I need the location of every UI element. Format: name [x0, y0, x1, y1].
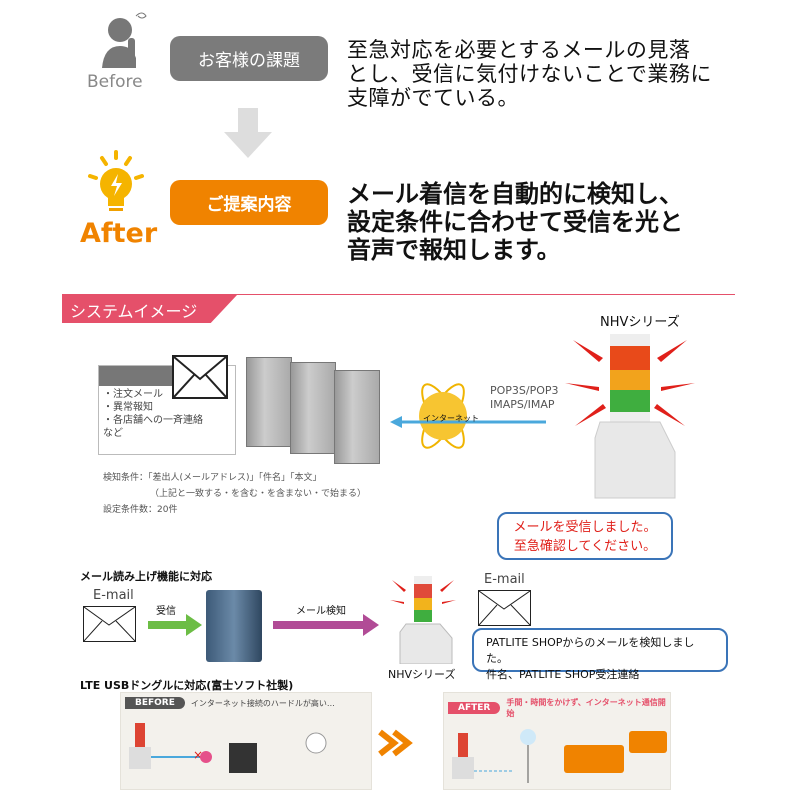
issue-line: とし、受信に気付けないことで業務に: [347, 62, 712, 86]
down-arrow-icon: [224, 108, 272, 162]
after-label: After: [80, 218, 158, 249]
proposal-text: メール着信を自動的に検知し、設定条件に合わせて受信を光と音声で報知します。: [347, 180, 683, 264]
before-label: Before: [87, 72, 143, 92]
mail-server-icon: [246, 357, 292, 447]
envelope-icon: [172, 355, 228, 399]
mail-type-item: など: [103, 428, 123, 439]
worried-person-icon: [98, 8, 148, 70]
protocol-item: IMAPS/IMAP: [490, 398, 555, 411]
mail-server-icon: [290, 362, 336, 454]
after-illustration: AFTER 手間・時間をかけず、インターネット通信開始: [443, 692, 671, 790]
bubble-line: メールを受信しました。: [513, 520, 657, 535]
internet-globe-icon: [405, 368, 481, 468]
signal-tower-small-icon: [390, 572, 456, 668]
alert-speech-bubble: メールを受信しました。至急確認してください。: [497, 512, 673, 560]
proposal-line: 音声で報知します。: [347, 236, 561, 264]
issue-line: 支障がでている。: [347, 86, 519, 110]
after-tag: AFTER: [448, 702, 501, 714]
issue-text: 至急対応を必要とするメールの見落とし、受信に気付けないことで業務に支障がでている…: [347, 38, 712, 110]
before-illustration: BEFORE インターネット接続のハードルが高い… ×: [120, 692, 372, 790]
detect-arrow: [273, 614, 379, 640]
lte-title: LTE USBドングルに対応(富士ソフト社製): [80, 679, 294, 692]
section-divider: [62, 294, 735, 295]
svg-text:×: ×: [193, 748, 203, 762]
mail-server-icon: [334, 370, 380, 464]
receive-label: 受信: [156, 606, 176, 617]
before-caption: インターネット接続のハードルが高い…: [190, 698, 335, 708]
detect-condition: 検知条件：「差出人(メールアドレス)」「件名」「本文」: [103, 473, 322, 483]
receive-arrow: [148, 614, 202, 640]
condition-count: 設定条件数：20件: [103, 505, 178, 515]
protocol-item: POP3S/POP3: [490, 384, 559, 397]
customer-issue-pill: お客様の課題: [170, 36, 328, 81]
readout-speech-bubble: PATLITE SHOPからのメールを検知しました。件名、PATLITE SHO…: [472, 628, 728, 681]
product-label: NHVシリーズ: [600, 315, 680, 330]
after-caption: 手間・時間をかけず、インターネット通信開始: [506, 698, 666, 718]
bubble-line: 至急確認してください。: [513, 539, 657, 554]
signal-tower-icon: [565, 328, 695, 504]
before-network-diagram: ×: [129, 723, 327, 773]
section-title: システムイメージ: [70, 302, 198, 321]
lightbulb-icon: [82, 150, 150, 220]
card-header-bar: [99, 366, 177, 386]
internet-arrow: [390, 413, 548, 432]
proposal-line: 設定条件に合わせて受信を光と: [347, 208, 683, 236]
section-banner: [62, 295, 237, 323]
mail-type-item: ・各店舗への一斉連絡: [103, 415, 203, 426]
email-label: E-mail: [484, 572, 525, 587]
mail-type-item: ・注文メール: [103, 389, 163, 400]
email-label: E-mail: [93, 588, 134, 603]
detect-condition-sub: （上記と一致する・を含む・を含まない・で始まる）: [150, 489, 367, 499]
envelope-icon: [478, 590, 531, 626]
bubble-line: PATLITE SHOPからのメールを検知しました。: [486, 636, 695, 665]
internet-label: インターネット: [423, 414, 479, 423]
issue-line: 至急対応を必要とするメールの見落: [347, 38, 691, 62]
bubble-line: 件名、PATLITE SHOP受注連絡: [486, 668, 640, 681]
envelope-icon: [83, 606, 136, 642]
detect-label: メール検知: [296, 606, 346, 617]
after-network-diagram: [452, 729, 667, 783]
before-tag: BEFORE: [125, 697, 185, 709]
proposal-line: メール着信を自動的に検知し、: [347, 180, 683, 208]
proposal-pill: ご提案内容: [170, 180, 328, 225]
right-arrow-icon: [376, 728, 416, 762]
readout-title: メール読み上げ機能に対応: [80, 570, 212, 583]
product-label: NHVシリーズ: [388, 668, 456, 681]
mail-server-icon: [206, 590, 262, 662]
mail-type-item: ・異常報知: [103, 402, 153, 413]
